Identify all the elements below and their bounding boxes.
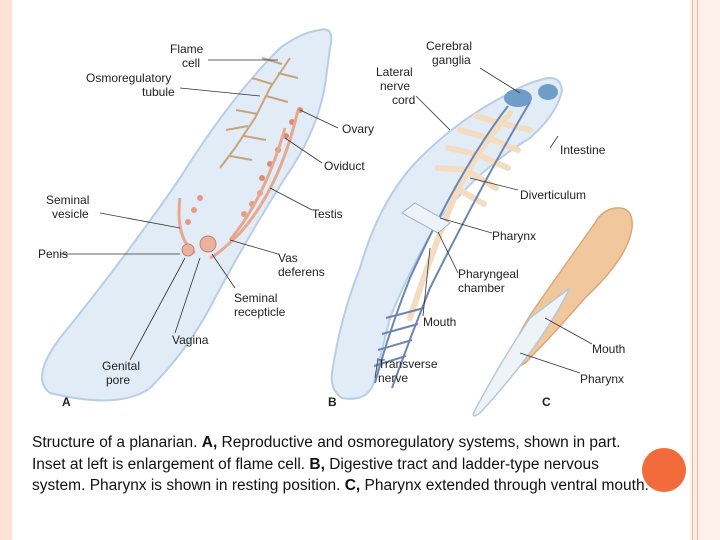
lateral-nerve-cord bbox=[374, 101, 531, 389]
accent-circle bbox=[642, 448, 686, 492]
figure-caption: Structure of a planarian. A, Reproductiv… bbox=[32, 432, 652, 497]
label-diverticulum: Diverticulum bbox=[520, 188, 586, 202]
label-penis: Penis bbox=[38, 247, 68, 261]
panel-b-body bbox=[330, 77, 564, 400]
caption-part-a: Reproductive and osmoregulatory systems,… bbox=[32, 434, 621, 473]
pharynx-b bbox=[401, 202, 451, 234]
caption-intro: Structure of a planarian. bbox=[32, 434, 202, 451]
cerebral-ganglia bbox=[504, 84, 558, 107]
right-decorative-border bbox=[690, 0, 720, 540]
label-ovary: Ovary bbox=[342, 122, 374, 136]
label-mouth-b: Mouth bbox=[423, 315, 456, 329]
caption-letter-b: B, bbox=[309, 455, 325, 473]
right-border-rule-1 bbox=[692, 0, 693, 540]
seminal-vesicle bbox=[199, 235, 217, 253]
panel-letter-a: A bbox=[62, 395, 71, 409]
panel-letter-c: C bbox=[542, 395, 551, 409]
right-border-rule-2 bbox=[697, 0, 698, 540]
label-intestine: Intestine bbox=[560, 143, 606, 157]
caption-letter-a: A, bbox=[201, 434, 218, 451]
label-mouth-c: Mouth bbox=[592, 342, 625, 356]
panel-a-body bbox=[41, 28, 333, 402]
penis-bulb bbox=[181, 243, 195, 257]
caption-part-b: Digestive tract and ladder-type nervous … bbox=[32, 455, 599, 495]
caption-part-c: Pharynx extended through ventral mouth. bbox=[360, 477, 649, 494]
label-vagina: Vagina bbox=[172, 333, 209, 347]
label-testis: Testis bbox=[312, 207, 343, 221]
caption-letter-c: C, bbox=[344, 477, 361, 494]
transverse-nerves bbox=[373, 307, 425, 367]
leader-lines bbox=[60, 59, 593, 379]
osmoregulatory-network bbox=[219, 57, 299, 169]
label-pharynx-c: Pharynx bbox=[580, 372, 624, 386]
left-decorative-border bbox=[0, 0, 12, 540]
panel-letter-b: B bbox=[328, 395, 337, 409]
label-oviduct: Oviduct bbox=[324, 159, 365, 173]
pharynx-c bbox=[472, 287, 571, 417]
label-pharynx-b: Pharynx bbox=[492, 229, 536, 243]
